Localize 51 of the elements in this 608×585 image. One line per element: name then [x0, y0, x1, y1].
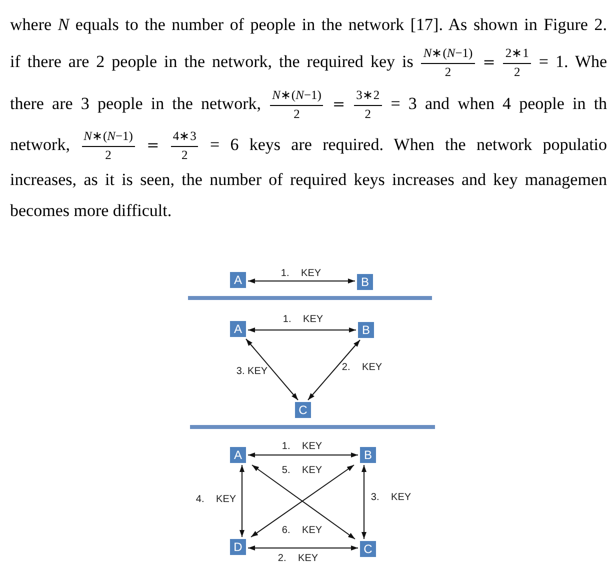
node-box: B	[358, 322, 374, 338]
edge-label: 5. KEY	[282, 465, 322, 477]
edge-label: 3. KEY	[370, 492, 412, 504]
double-arrow	[240, 464, 244, 538]
fraction-numerator: 4∗3	[170, 130, 198, 147]
fraction-numerator: N∗(N−1)	[82, 130, 135, 147]
fraction-denominator: 2	[181, 146, 188, 162]
double-arrow	[248, 278, 356, 284]
fraction-denominator: 2	[444, 64, 452, 79]
fraction-numerator: 3∗2	[354, 89, 382, 106]
equals-sign: =	[332, 95, 346, 113]
paragraph-text: where N equals to the number of people in the network [17]. As shown in Figure 2.	[10, 15, 608, 34]
fraction-numerator: N∗(N−1)	[270, 89, 324, 106]
node-box: A	[230, 447, 246, 463]
edge-label: 2. KEY	[342, 362, 382, 374]
paragraph-text: = 1. Whe	[538, 52, 608, 71]
paragraph-text: network,	[10, 135, 70, 154]
double-arrow	[308, 340, 360, 400]
edge-label: 6. KEY	[282, 525, 322, 537]
node-box: B	[360, 447, 376, 463]
fraction-denominator: 2	[364, 106, 372, 121]
edge-label: 1. KEY	[280, 268, 322, 280]
double-arrow	[248, 546, 358, 550]
paragraph-text: = 3 and when 4 people in th	[390, 94, 608, 113]
fraction-numerator: 2∗1	[503, 47, 531, 64]
edge-label: 1. KEY	[282, 441, 322, 453]
double-arrow	[246, 338, 298, 400]
equals-sign: =	[146, 136, 160, 154]
node-box: A	[230, 272, 246, 288]
edge-label: 3. KEY	[236, 366, 268, 378]
node-box: C	[360, 541, 376, 557]
paragraph-text: becomes more difficult.	[10, 201, 172, 220]
double-arrow	[362, 464, 366, 540]
paragraph-text: = 6 keys are required. When the network populatio	[210, 135, 608, 154]
node-box: B	[357, 274, 373, 290]
edge-label: 1. KEY	[282, 314, 324, 326]
paragraph-text: there are 3 people in the network,	[10, 94, 261, 113]
edge-label: 2. KEY	[278, 553, 318, 565]
fraction-denominator: 2	[514, 64, 520, 79]
edge-label: 4. KEY	[196, 494, 236, 506]
node-box: A	[230, 321, 246, 337]
paragraph-text: if there are 2 people in the network, the required key is	[10, 52, 414, 71]
fraction-numerator: N∗(N−1)	[421, 47, 475, 64]
fraction-denominator: 2	[105, 146, 112, 162]
double-arrow	[248, 452, 358, 458]
node-box: D	[230, 539, 246, 555]
fraction-denominator: 2	[294, 106, 300, 121]
paragraph-text: increases, as it is seen, the number of required keys increases and key managemen	[10, 170, 607, 189]
equals-sign: =	[482, 53, 496, 71]
node-box: C	[295, 402, 311, 418]
double-arrow	[248, 328, 356, 332]
